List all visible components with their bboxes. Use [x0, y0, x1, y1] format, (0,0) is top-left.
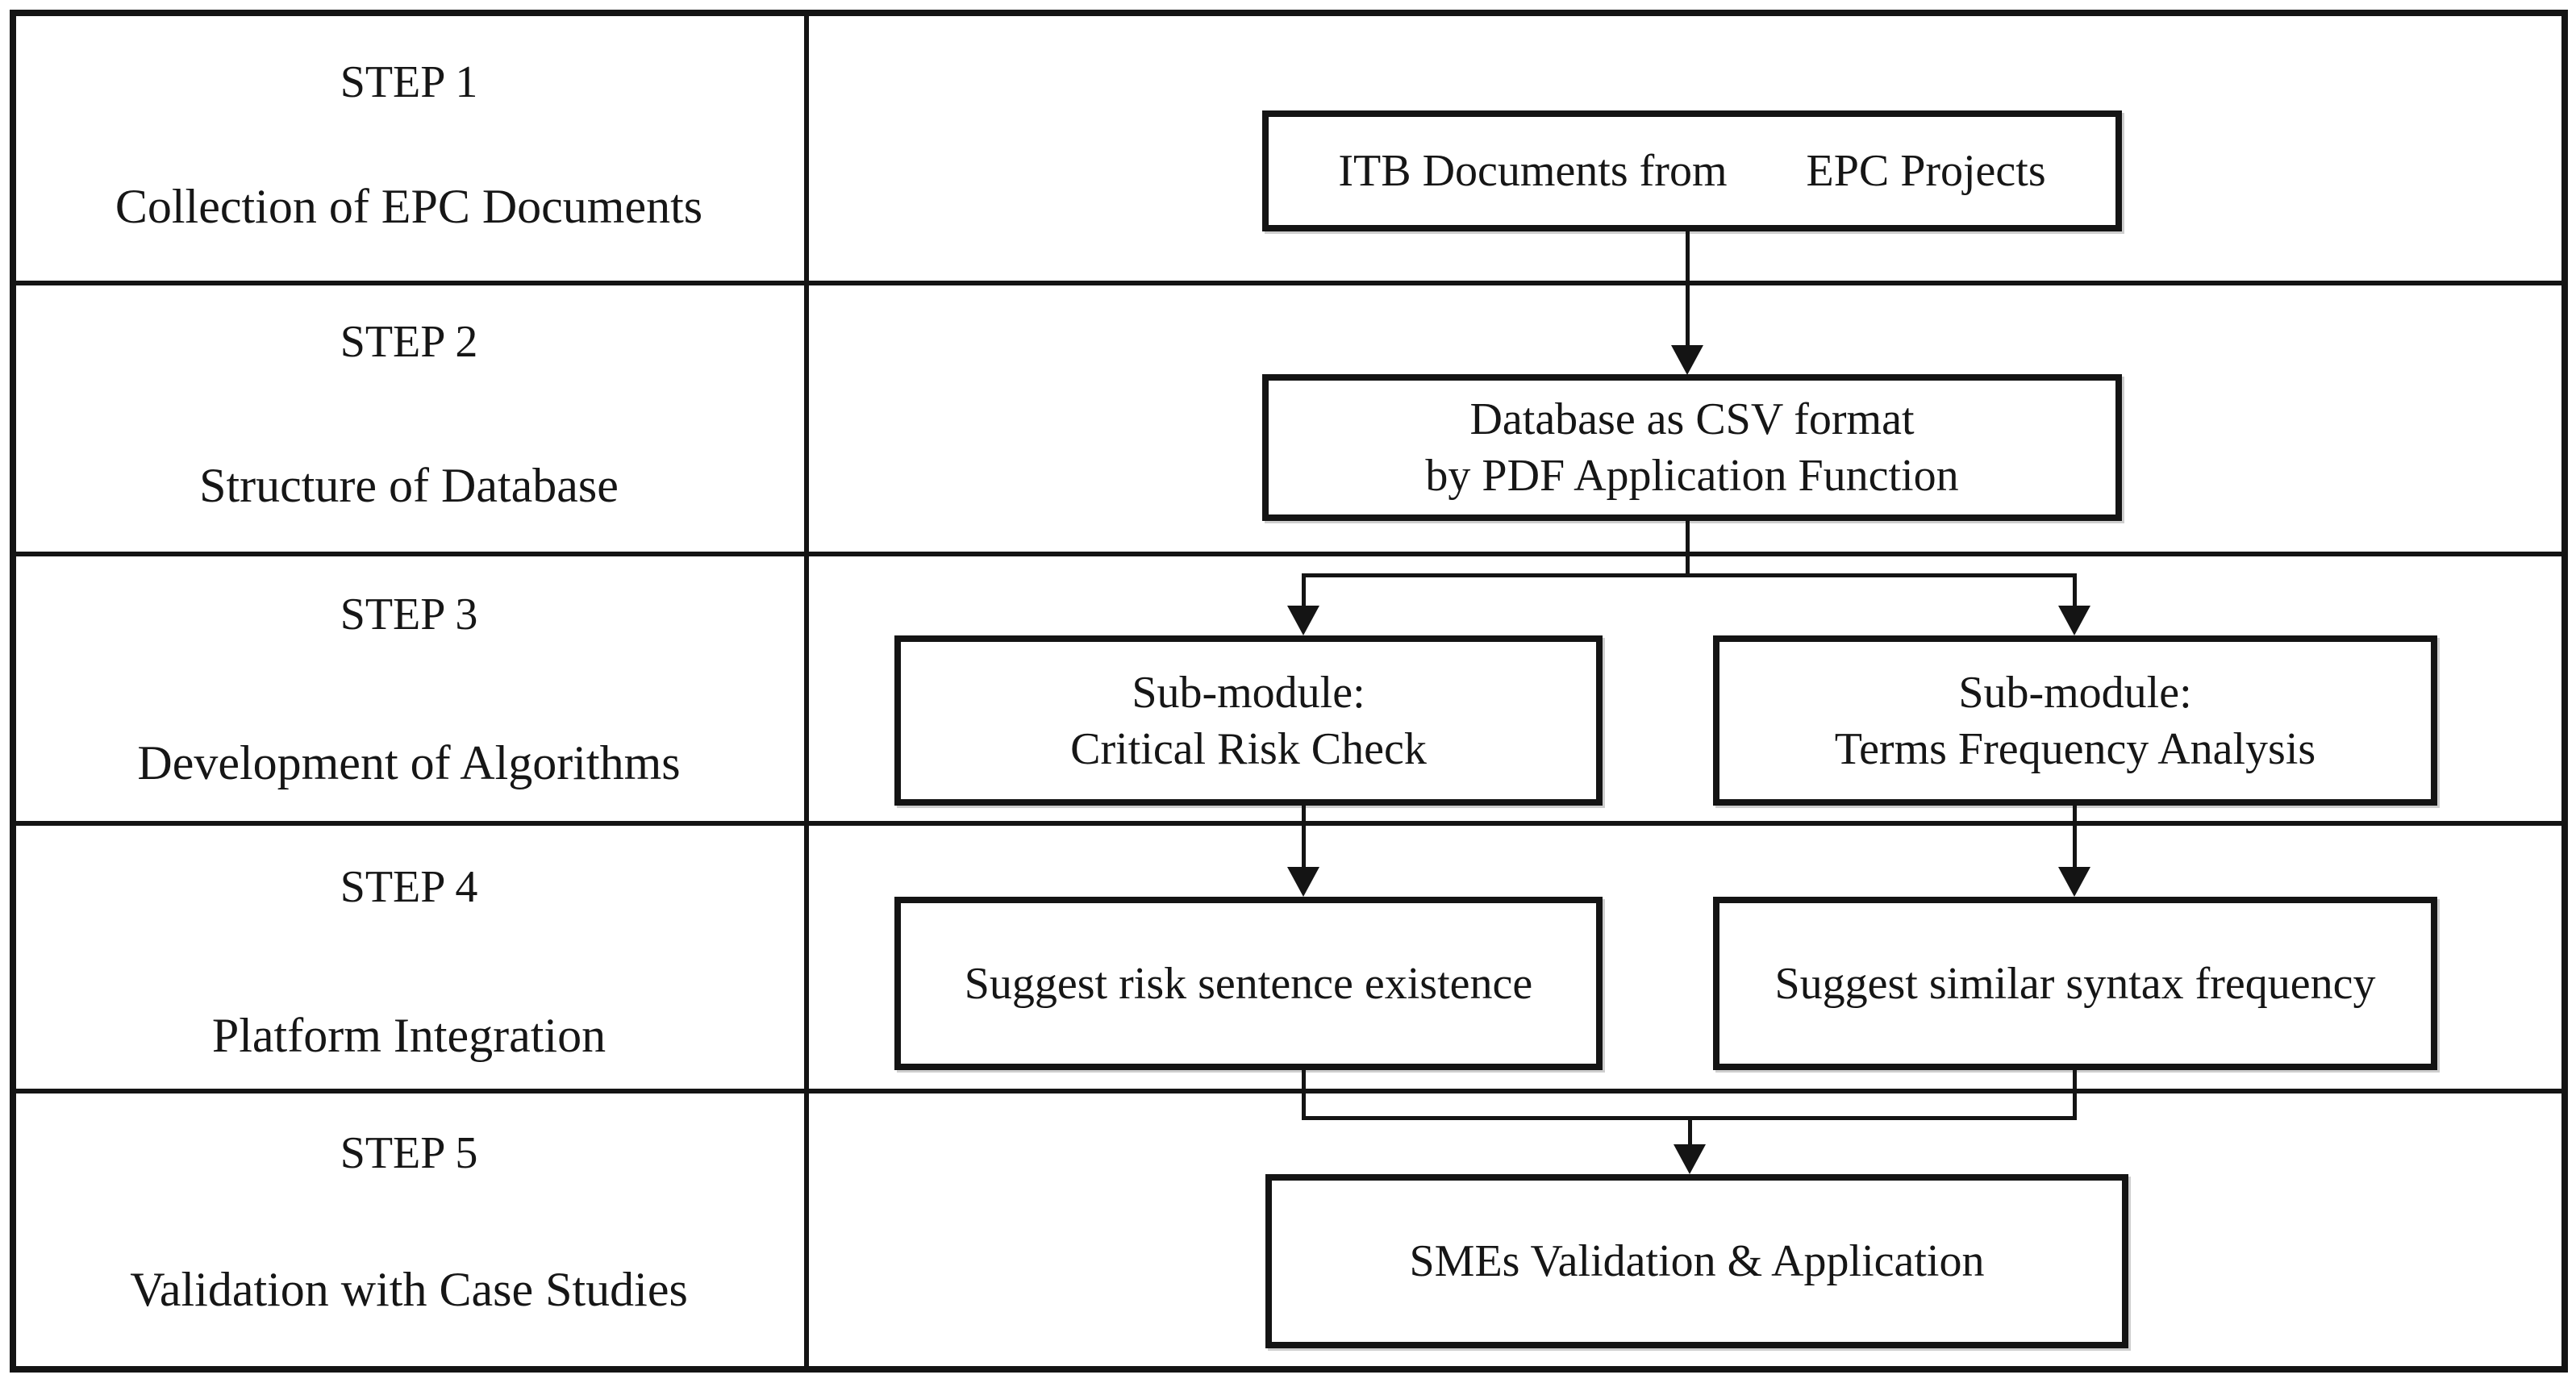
row-divider-line-2 — [10, 552, 2568, 556]
table-outer-border — [10, 10, 2568, 1373]
step-3-label: Development of Algorithms — [137, 736, 681, 789]
node-smes-validation: SMEs Validation & Application — [1265, 1174, 2128, 1348]
node-submodule-terms-frequency-line2: Terms Frequency Analysis — [1834, 723, 2316, 774]
split-horizontal-line — [1302, 573, 2077, 577]
step-3-title: STEP 3 — [340, 589, 478, 639]
step-1-title: STEP 1 — [340, 57, 478, 107]
column-divider-line — [804, 10, 809, 1373]
connector-merge-to-validation-line — [1688, 1116, 1692, 1147]
step-4-label: Platform Integration — [211, 1009, 606, 1062]
node-database-csv-line1: Database as CSV format — [1469, 394, 1915, 444]
merge-right-drop-line — [2073, 1070, 2077, 1120]
node-suggest-similar-syntax: Suggest similar syntax frequency — [1713, 897, 2437, 1070]
node-submodule-critical-risk-line2: Critical Risk Check — [1070, 723, 1427, 774]
connector-terms-to-suggest-line — [2073, 806, 2077, 870]
node-itb-documents-text: ITB Documents from EPC Projects — [1338, 146, 2046, 196]
node-database-csv-line2: by PDF Application Function — [1425, 451, 1959, 501]
node-submodule-critical-risk: Sub-module: Critical Risk Check — [894, 635, 1603, 806]
row-divider-line-3 — [10, 821, 2568, 826]
node-submodule-critical-risk-line1: Sub-module: — [1132, 667, 1365, 718]
connector-database-to-split-line — [1686, 521, 1690, 577]
step-5-title: STEP 5 — [340, 1128, 478, 1178]
arrowhead-into-critical-risk — [1287, 606, 1319, 635]
step-2-title: STEP 2 — [340, 317, 478, 367]
arrowhead-into-suggest-syntax — [2058, 867, 2090, 897]
node-submodule-terms-frequency: Sub-module: Terms Frequency Analysis — [1713, 635, 2437, 806]
node-smes-validation-text: SMEs Validation & Application — [1409, 1236, 1985, 1286]
connector-itb-to-database-line — [1686, 231, 1690, 348]
row-divider-line-1 — [10, 281, 2568, 285]
arrowhead-into-validation — [1674, 1144, 1706, 1174]
step-5-label: Validation with Case Studies — [130, 1263, 688, 1316]
node-database-csv: Database as CSV format by PDF Applicatio… — [1262, 374, 2122, 521]
merge-left-drop-line — [1302, 1070, 1306, 1120]
row-divider-line-4 — [10, 1089, 2568, 1093]
arrowhead-into-terms-frequency — [2058, 606, 2090, 635]
arrowhead-into-database — [1671, 345, 1703, 375]
split-right-drop-line — [2073, 573, 2077, 609]
arrowhead-into-suggest-risk — [1287, 867, 1319, 897]
node-suggest-risk-sentence-text: Suggest risk sentence existence — [964, 958, 1533, 1009]
node-suggest-risk-sentence: Suggest risk sentence existence — [894, 897, 1603, 1070]
split-left-drop-line — [1302, 573, 1306, 609]
node-itb-documents: ITB Documents from EPC Projects — [1262, 110, 2122, 231]
step-4-title: STEP 4 — [340, 862, 478, 912]
connector-risk-to-suggest-line — [1302, 806, 1306, 870]
node-suggest-similar-syntax-text: Suggest similar syntax frequency — [1774, 958, 2376, 1009]
node-submodule-terms-frequency-line1: Sub-module: — [1958, 667, 2192, 718]
step-2-label: Structure of Database — [199, 459, 619, 512]
step-1-label: Collection of EPC Documents — [115, 180, 703, 233]
